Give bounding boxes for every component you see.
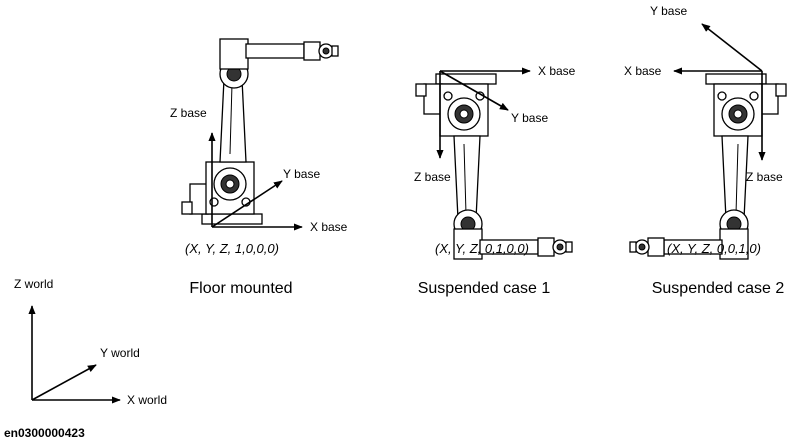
case2-z-base-label: Z base <box>746 170 783 184</box>
world-y-arrow <box>31 364 97 401</box>
case1-z-base-label: Z base <box>414 170 451 184</box>
case2-y-base-label: Y base <box>650 4 687 18</box>
world-y-label: Y world <box>100 346 140 360</box>
floor-z-base-label: Z base <box>170 106 207 120</box>
floor-x-base-label: X base <box>310 220 348 234</box>
suspended-case-2-group: X base Y base Z base (X, Y, Z, 0,0,1,0) … <box>624 4 787 297</box>
floor-y-base-arrow <box>211 180 283 228</box>
floor-y-base-label: Y base <box>283 167 320 181</box>
floor-mounted-group: Z base Y base X base (X, Y, Z, 1,0,0,0) … <box>170 38 348 297</box>
case1-y-base-label: Y base <box>511 111 548 125</box>
floor-mounted-caption: Floor mounted <box>189 280 292 297</box>
floor-quaternion-label: (X, Y, Z, 1,0,0,0) <box>185 241 279 256</box>
suspended-case-2-caption: Suspended case 2 <box>652 280 785 297</box>
world-frame-group: Z world Y world X world <box>14 277 167 407</box>
suspended-case-1-caption: Suspended case 1 <box>418 280 551 297</box>
case2-y-base-arrow <box>701 23 763 72</box>
case1-x-base-label: X base <box>538 64 576 78</box>
world-x-label: X world <box>127 393 167 407</box>
suspended-case-1-group: X base Y base Z base (X, Y, Z, 0,1,0,0) … <box>414 64 576 297</box>
figure-id: en0300000423 <box>4 426 85 440</box>
case1-quaternion-label: (X, Y, Z, 0,1,0,0) <box>435 241 529 256</box>
case1-y-base-arrow <box>439 70 509 111</box>
case2-quaternion-label: (X, Y, Z, 0,0,1,0) <box>667 241 761 256</box>
world-z-label: Z world <box>14 277 53 291</box>
case2-x-base-label: X base <box>624 64 662 78</box>
